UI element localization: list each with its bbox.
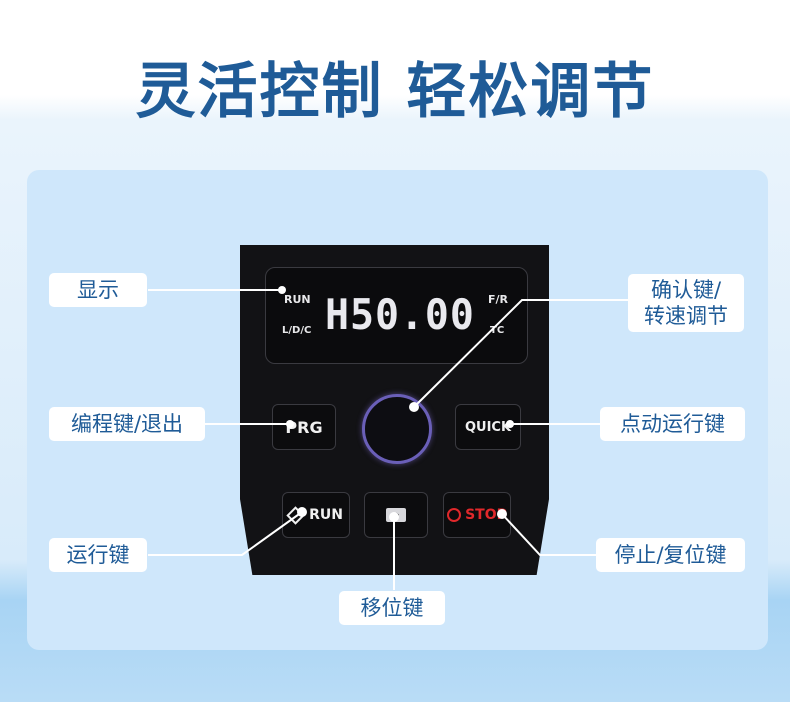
program-callout: 编程键/退出 bbox=[49, 407, 205, 441]
quick-key-label: QUICK bbox=[464, 419, 512, 435]
confirm-line bbox=[413, 299, 628, 408]
confirm-callout-line2: 转速调节 bbox=[644, 304, 728, 328]
run-dot bbox=[297, 507, 307, 517]
confirm-callout: 确认键/ 转速调节 bbox=[628, 274, 744, 332]
stop-reset-callout: 停止/复位键 bbox=[596, 538, 745, 572]
frequency-readout: H50.00 bbox=[325, 290, 475, 339]
run-line bbox=[148, 511, 303, 556]
run-indicator: RUN bbox=[284, 293, 311, 306]
prg-key[interactable]: PRG bbox=[272, 404, 336, 450]
ldc-indicator: L/D/C bbox=[282, 325, 312, 336]
display-dot bbox=[278, 286, 286, 294]
run-key[interactable]: RUN bbox=[282, 492, 350, 538]
prg-key-label: PRG bbox=[285, 417, 323, 437]
display-callout: 显示 bbox=[49, 273, 147, 307]
confirm-dot bbox=[409, 402, 419, 412]
jog-callout: 点动运行键 bbox=[600, 407, 745, 441]
run-callout: 运行键 bbox=[49, 538, 147, 572]
stop-key-label: STOP bbox=[465, 507, 507, 523]
stop-line bbox=[501, 513, 596, 556]
program-dot bbox=[286, 420, 294, 428]
jog-dot bbox=[506, 420, 514, 428]
display-screen bbox=[265, 267, 528, 364]
confirm-callout-line1: 确认键/ bbox=[650, 278, 722, 302]
tc-indicator: TC bbox=[490, 325, 505, 336]
confirm-knob[interactable] bbox=[362, 394, 432, 464]
shift-callout: 移位键 bbox=[339, 591, 445, 625]
stop-icon bbox=[447, 508, 462, 522]
page-title: 灵活控制 轻松调节 bbox=[135, 57, 655, 127]
shift-dot bbox=[389, 512, 399, 522]
run-key-label: RUN bbox=[309, 507, 343, 523]
stop-dot bbox=[497, 509, 507, 519]
fr-indicator: F/R bbox=[488, 293, 509, 306]
shift-key[interactable]: » bbox=[364, 492, 428, 538]
